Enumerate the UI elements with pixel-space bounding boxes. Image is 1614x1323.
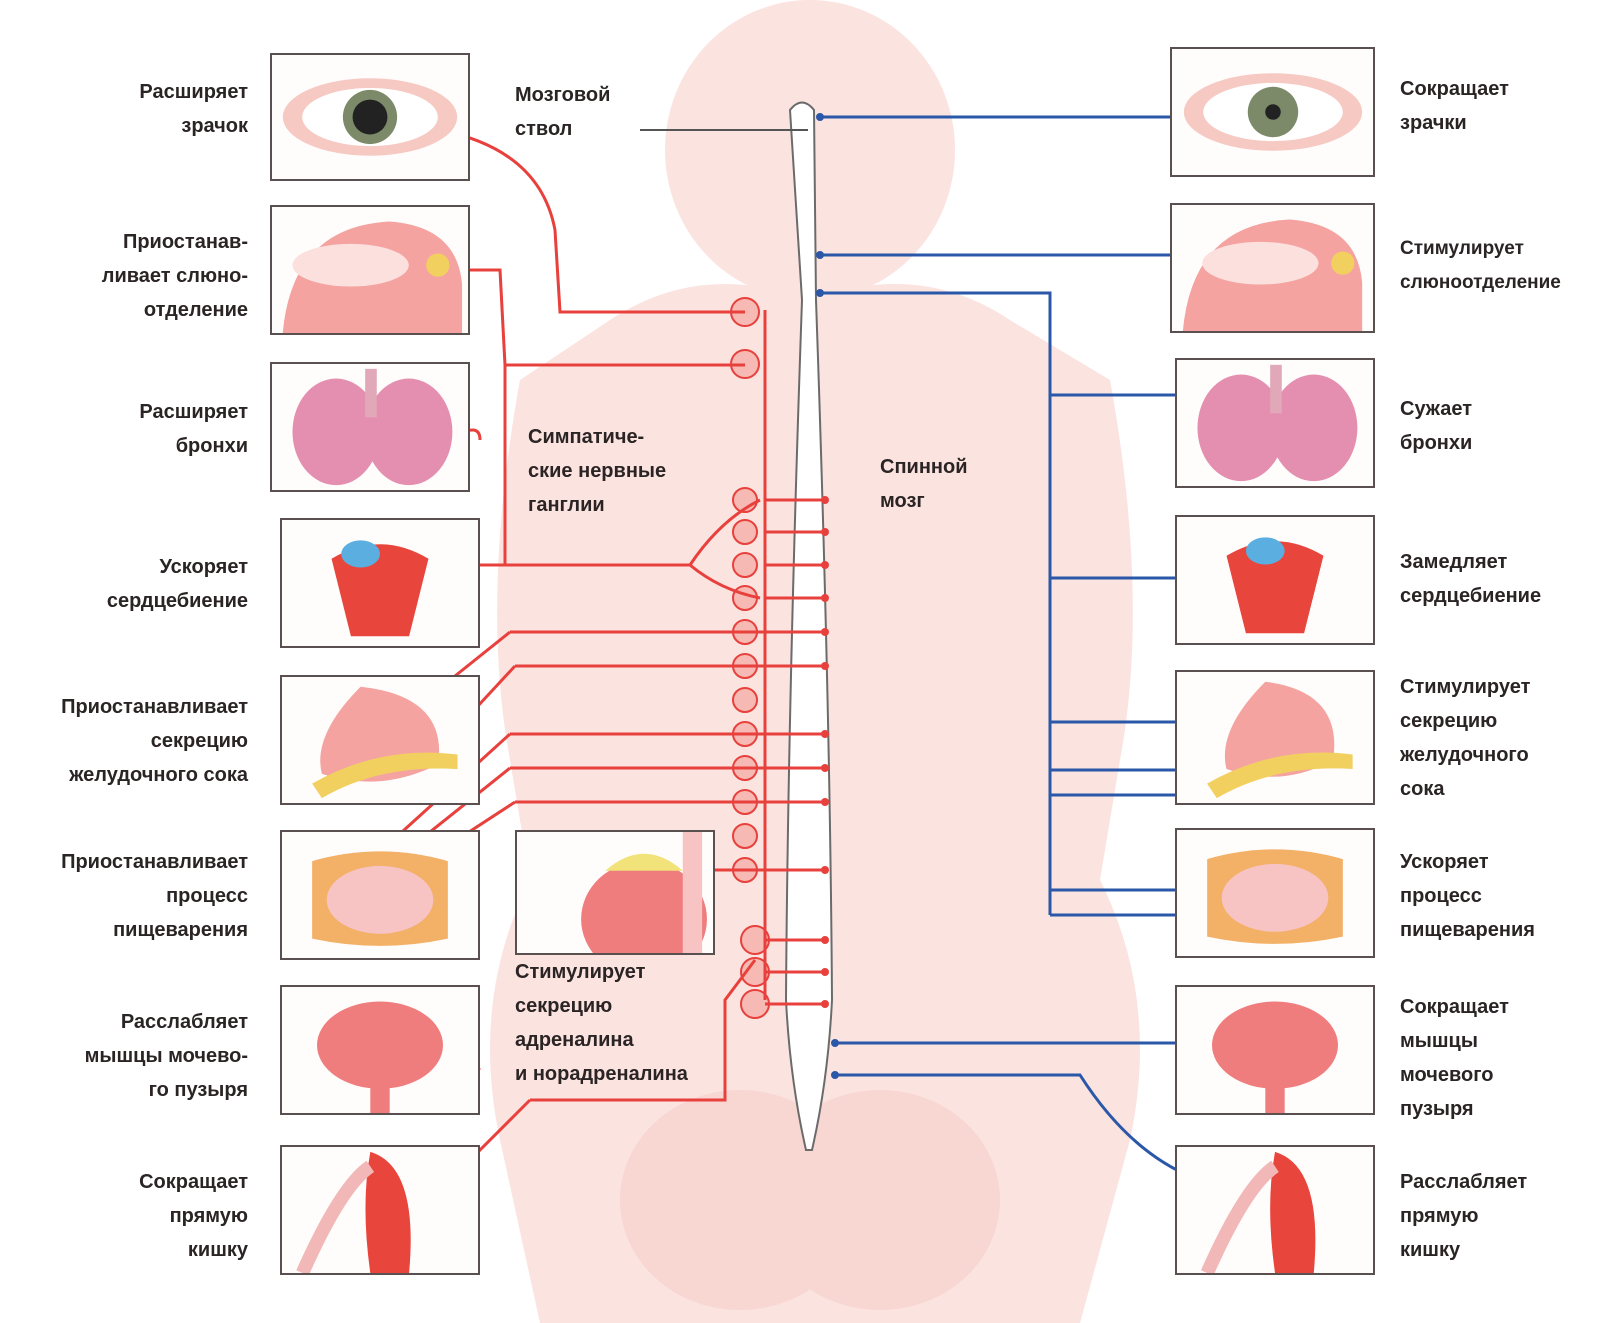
- panel-left-rectum: [280, 1145, 480, 1275]
- label-right-stomach: Стимулирует секрецию желудочного сока: [1400, 670, 1614, 806]
- label-brainstem: Мозговой ствол: [515, 78, 610, 146]
- panel-left-eye: [270, 53, 470, 181]
- label-adrenal-secretion: Стимулирует секрецию адреналина и норадр…: [515, 955, 688, 1091]
- panel-left-intestine: [280, 830, 480, 960]
- label-left-stomach: Приостанавливает секрецию желудочного со…: [8, 690, 248, 792]
- label-right-lungs: Сужает бронхи: [1400, 392, 1614, 460]
- panel-left-bladder: [280, 985, 480, 1115]
- panel-adrenal: [515, 830, 715, 955]
- panel-left-stomach: [280, 675, 480, 805]
- panel-right-intestine: [1175, 828, 1375, 958]
- label-right-bladder: Сокращает мышцы мочевого пузыря: [1400, 990, 1614, 1126]
- panel-left-salivary: [270, 205, 470, 335]
- panel-right-lungs: [1175, 358, 1375, 488]
- label-left-heart: Ускоряет сердцебиение: [18, 550, 248, 618]
- panel-left-lungs: [270, 362, 470, 492]
- label-left-intestine: Приостанавливает процесс пищеварения: [8, 845, 248, 947]
- panel-right-rectum: [1175, 1145, 1375, 1275]
- label-spinal-cord: Спинной мозг: [880, 450, 968, 518]
- label-right-intestine: Ускоряет процесс пищеварения: [1400, 845, 1614, 947]
- label-left-lungs: Расширяет бронхи: [18, 395, 248, 463]
- panel-right-bladder: [1175, 985, 1375, 1115]
- panel-right-stomach: [1175, 670, 1375, 805]
- panel-right-salivary: [1170, 203, 1375, 333]
- panel-left-heart: [280, 518, 480, 648]
- label-left-bladder: Расслабляет мышцы мочево- го пузыря: [18, 1005, 248, 1107]
- label-left-eye: Расширяет зрачок: [18, 75, 248, 143]
- label-right-salivary: Стимулирует слюноотделение: [1400, 232, 1610, 300]
- panel-right-eye: [1170, 47, 1375, 177]
- label-right-heart: Замедляет сердцебиение: [1400, 545, 1614, 613]
- label-left-rectum: Сокращает прямую кишку: [18, 1165, 248, 1267]
- label-sympathetic-ganglia: Симпатиче- ские нервные ганглии: [528, 420, 666, 522]
- panel-right-heart: [1175, 515, 1375, 645]
- label-right-rectum: Расслабляет прямую кишку: [1400, 1165, 1614, 1267]
- label-right-eye: Сокращает зрачки: [1400, 72, 1614, 140]
- label-left-salivary: Приостанав- ливает слюно- отделение: [18, 225, 248, 327]
